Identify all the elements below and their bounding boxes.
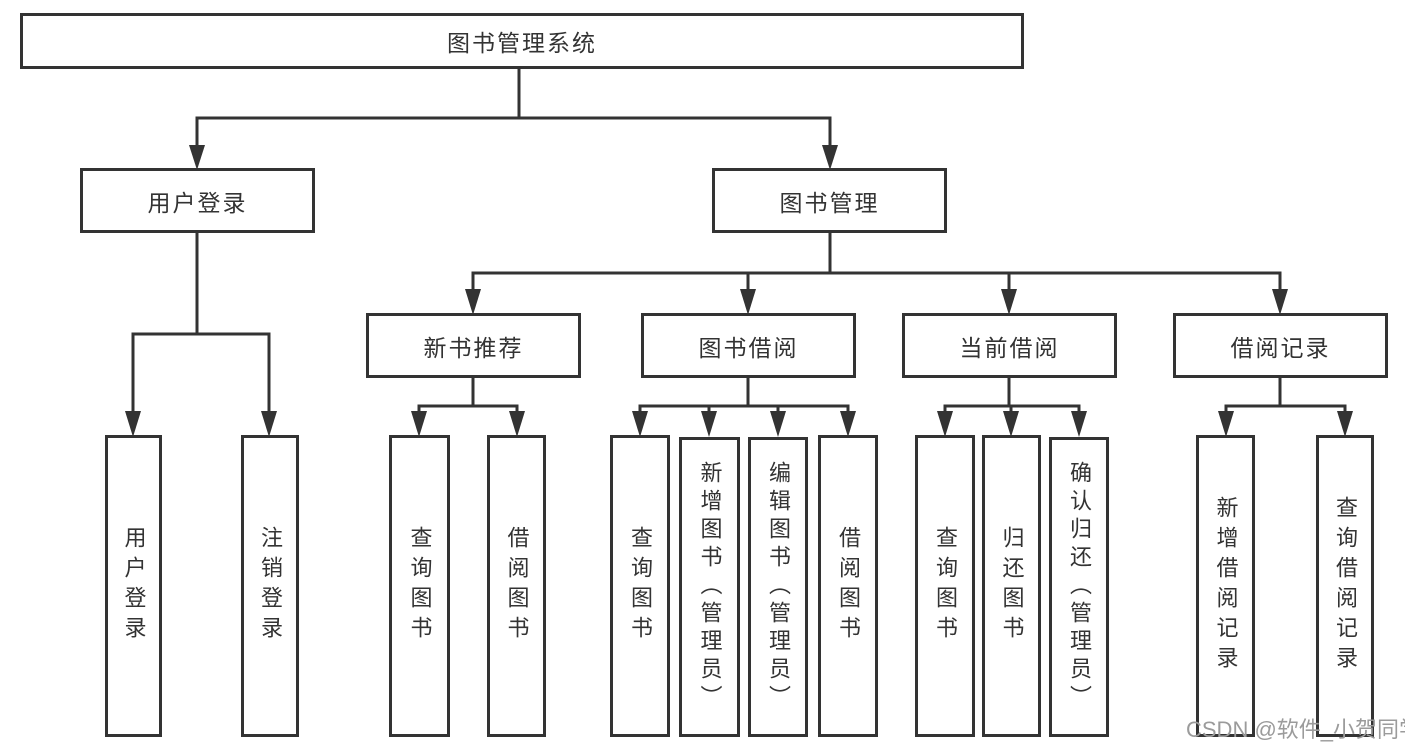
node-new-book-label: 新书推荐 [423, 334, 524, 361]
leaf-cb-return-book: 归还图书 [982, 435, 1041, 737]
leaf-user-login: 用户登录 [105, 435, 162, 737]
leaf-bb-add-book-admin-label: 新增图书（管理员） [697, 461, 723, 713]
connector-borrow-record-children [1218, 378, 1353, 437]
leaf-logout: 注销登录 [241, 435, 299, 737]
leaf-bb-borrow-book-label: 借阅图书 [836, 526, 861, 646]
leaf-br-query-record: 查询借阅记录 [1316, 435, 1374, 737]
node-current-borrow-label: 当前借阅 [959, 334, 1060, 361]
leaf-br-add-record: 新增借阅记录 [1196, 435, 1255, 737]
leaf-nb-query-book-label: 查询图书 [407, 526, 433, 646]
leaf-bb-add-book-admin: 新增图书（管理员） [679, 437, 740, 737]
csdn-watermark: CSDN @软件_小贺同学 [1186, 717, 1405, 742]
node-book-borrow-label: 图书借阅 [698, 334, 799, 361]
node-current-borrow: 当前借阅 [902, 313, 1117, 378]
node-root-label: 图书管理系统 [447, 30, 597, 56]
leaf-bb-edit-book-admin-label: 编辑图书（管理员） [766, 461, 791, 713]
leaf-cb-query-book: 查询图书 [915, 435, 975, 737]
node-borrow-record-label: 借阅记录 [1230, 334, 1331, 361]
connector-current-borrow-children [937, 378, 1087, 437]
leaf-cb-query-book-label: 查询图书 [933, 526, 958, 646]
leaf-br-add-record-label: 新增借阅记录 [1213, 496, 1239, 676]
leaf-cb-confirm-return-admin-label: 确认归还（管理员） [1067, 461, 1092, 713]
leaf-logout-label: 注销登录 [258, 526, 283, 646]
leaf-bb-query-book: 查询图书 [610, 435, 670, 737]
connector-book-borrow-children [632, 378, 856, 437]
leaf-nb-query-book: 查询图书 [389, 435, 450, 737]
connector-book-mgmt-children [465, 233, 1288, 315]
leaf-nb-borrow-book-label: 借阅图书 [504, 526, 530, 646]
node-user-login: 用户登录 [80, 168, 315, 233]
connector-user-login-children [125, 233, 277, 437]
leaf-cb-return-book-label: 归还图书 [999, 526, 1025, 646]
leaf-br-query-record-label: 查询借阅记录 [1333, 496, 1358, 676]
leaf-bb-edit-book-admin: 编辑图书（管理员） [748, 437, 808, 737]
connector-new-book-children [411, 378, 525, 437]
connector-root [189, 67, 838, 170]
node-root: 图书管理系统 [20, 13, 1024, 69]
node-new-book: 新书推荐 [366, 313, 581, 378]
node-user-login-label: 用户登录 [147, 189, 248, 216]
leaf-bb-borrow-book: 借阅图书 [818, 435, 878, 737]
node-book-borrow: 图书借阅 [641, 313, 856, 378]
node-book-mgmt-label: 图书管理 [779, 189, 880, 216]
node-book-mgmt: 图书管理 [712, 168, 947, 233]
leaf-bb-query-book-label: 查询图书 [628, 526, 653, 646]
leaf-user-login-label: 用户登录 [121, 526, 147, 646]
leaf-nb-borrow-book: 借阅图书 [487, 435, 546, 737]
leaf-cb-confirm-return-admin: 确认归还（管理员） [1049, 437, 1109, 737]
node-borrow-record: 借阅记录 [1173, 313, 1388, 378]
